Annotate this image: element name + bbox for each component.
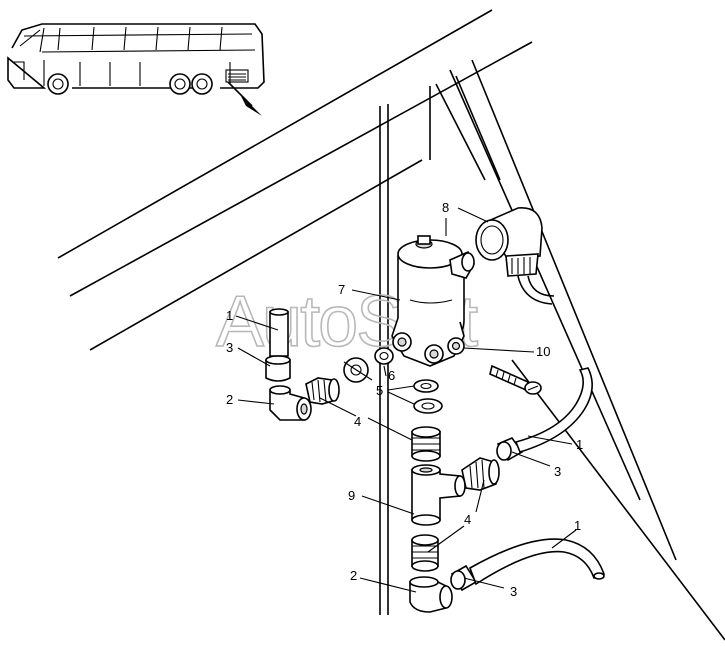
washer-part-5-lower [413,379,443,414]
callout-3-right-upper: 3 [554,464,561,479]
callout-8: 8 [442,200,449,215]
callout-2-bottom: 2 [350,568,357,583]
fitting-part-4-center-lower [411,534,439,572]
callout-3-left: 3 [226,340,233,355]
callout-2-left: 2 [226,392,233,407]
elbow-connector-part-8 [475,207,555,305]
callout-1-right-lower: 1 [574,518,581,533]
callout-7: 7 [338,282,345,297]
washer-part-6 [374,347,394,365]
pipe-part-1-left [269,308,289,357]
pipe-part-1-right-upper [514,367,593,453]
callout-1-right-upper: 1 [576,437,583,452]
tee-part-9 [411,464,466,526]
callout-10: 10 [536,344,550,359]
callout-1-left: 1 [226,308,233,323]
callout-6: 6 [388,368,395,383]
callout-3-right-lower: 3 [510,584,517,599]
fitting-part-4-center-upper [411,426,441,462]
fitting-part-4-left [305,377,340,405]
callout-9: 9 [348,488,355,503]
callout-4-left: 4 [354,414,361,429]
elbow-part-2-bottom [409,576,453,613]
callout-labels: 8 7 1 3 10 6 5 2 4 1 3 9 4 1 2 3 [226,200,583,599]
bolt-part-10 [489,364,542,395]
bus-locator-thumbnail [7,23,265,116]
locator-arrow-icon [240,94,262,116]
callout-5: 5 [376,383,383,398]
callout-4-right: 4 [464,512,471,527]
valve-body-part-7 [391,235,475,367]
fitting-part-4-right [461,457,500,491]
sleeve-part-3-left [265,355,291,382]
pipe-part-1-right-lower [469,538,606,586]
chassis-frame-lines [57,9,725,641]
leader-lines [235,207,577,593]
elbow-part-2-left [269,385,312,421]
